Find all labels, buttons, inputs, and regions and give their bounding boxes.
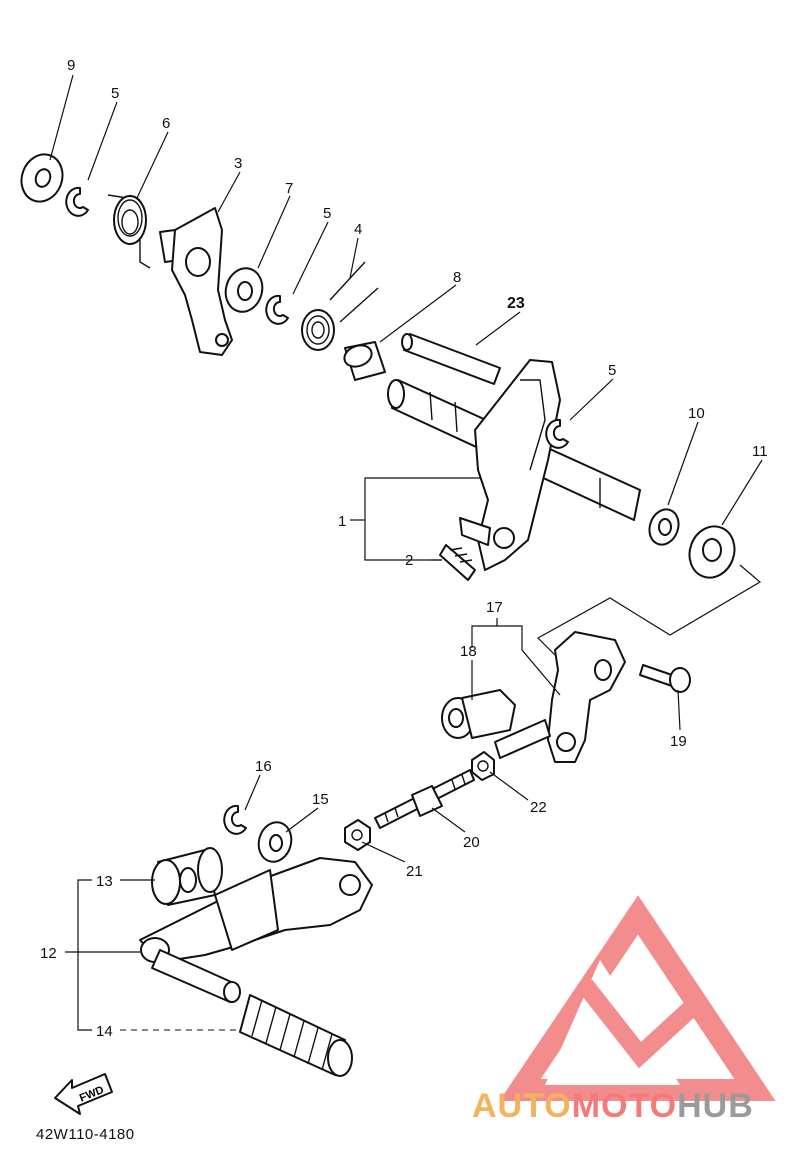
callout-9: 9 — [67, 57, 75, 74]
part-13-bushing — [151, 847, 223, 906]
part-5-circlip-top — [65, 186, 89, 217]
part-22-nut — [471, 751, 495, 781]
part-17-shift-arm — [547, 631, 626, 763]
callout-1: 1 — [338, 513, 346, 530]
part-7-washer — [224, 267, 264, 313]
watermark-logo — [499, 895, 776, 1101]
callout-2: 2 — [405, 552, 413, 569]
watermark-text-part1: AUTO — [472, 1087, 572, 1125]
part-9-washer — [20, 153, 64, 203]
callout-19: 19 — [670, 733, 687, 750]
callout-17: 17 — [486, 599, 503, 616]
callout-12: 12 — [40, 945, 57, 962]
part-14-pedal-rubber — [239, 994, 353, 1077]
part-12-shift-pedal — [139, 857, 373, 1003]
part-3-shift-arm — [159, 207, 233, 356]
callout-21: 21 — [406, 863, 423, 880]
callout-3: 3 — [234, 155, 242, 172]
callout-20: 20 — [463, 834, 480, 851]
callout-8: 8 — [453, 269, 461, 286]
part-10-washer — [648, 508, 680, 546]
part-1-shift-shaft — [387, 359, 641, 571]
callout-4: 4 — [354, 221, 362, 238]
callout-7: 7 — [285, 180, 293, 197]
part-18-rod-end — [441, 689, 516, 739]
callout-18: 18 — [460, 643, 477, 660]
part-16-circlip — [223, 804, 247, 835]
part-11-oil-seal — [688, 525, 736, 579]
callout-14: 14 — [96, 1023, 113, 1040]
callout-16: 16 — [255, 758, 272, 775]
callout-22: 22 — [530, 799, 547, 816]
callout-13: 13 — [96, 873, 113, 890]
part-6-torsion-spring — [107, 194, 151, 269]
part-21-nut — [344, 819, 371, 851]
callout-23: 23 — [507, 295, 525, 312]
part-15-washer — [257, 821, 293, 863]
part-5-circlip-middle — [265, 294, 289, 325]
part-20-adjuster-rod — [374, 769, 475, 829]
part-4-return-spring — [301, 261, 379, 351]
callout-15: 15 — [312, 791, 329, 808]
callout-5-middle: 5 — [323, 205, 331, 222]
watermark-text-part2: MOTO — [571, 1087, 678, 1125]
fwd-arrow-icon: FWD — [54, 1073, 113, 1115]
callout-11: 11 — [752, 443, 768, 460]
part-8-collar — [343, 341, 386, 381]
part-5-circlip-right — [545, 418, 569, 449]
part-2-spring — [439, 544, 476, 581]
watermark-wordmark: AUTOMOTOHUB — [472, 1087, 754, 1126]
callout-5-top: 5 — [111, 85, 119, 102]
callout-10: 10 — [688, 405, 705, 422]
diagram-code: 42W110-4180 — [36, 1126, 135, 1143]
callout-6: 6 — [162, 115, 170, 132]
part-23-pin — [401, 333, 501, 385]
leader-lines — [49, 74, 763, 1031]
part-19-bolt — [639, 664, 691, 693]
callout-5-right: 5 — [608, 362, 616, 379]
watermark-text-part3: HUB — [677, 1087, 754, 1125]
callout-labels: 9 5 6 3 7 5 4 8 23 5 10 11 1 2 17 18 19 … — [40, 57, 768, 1040]
